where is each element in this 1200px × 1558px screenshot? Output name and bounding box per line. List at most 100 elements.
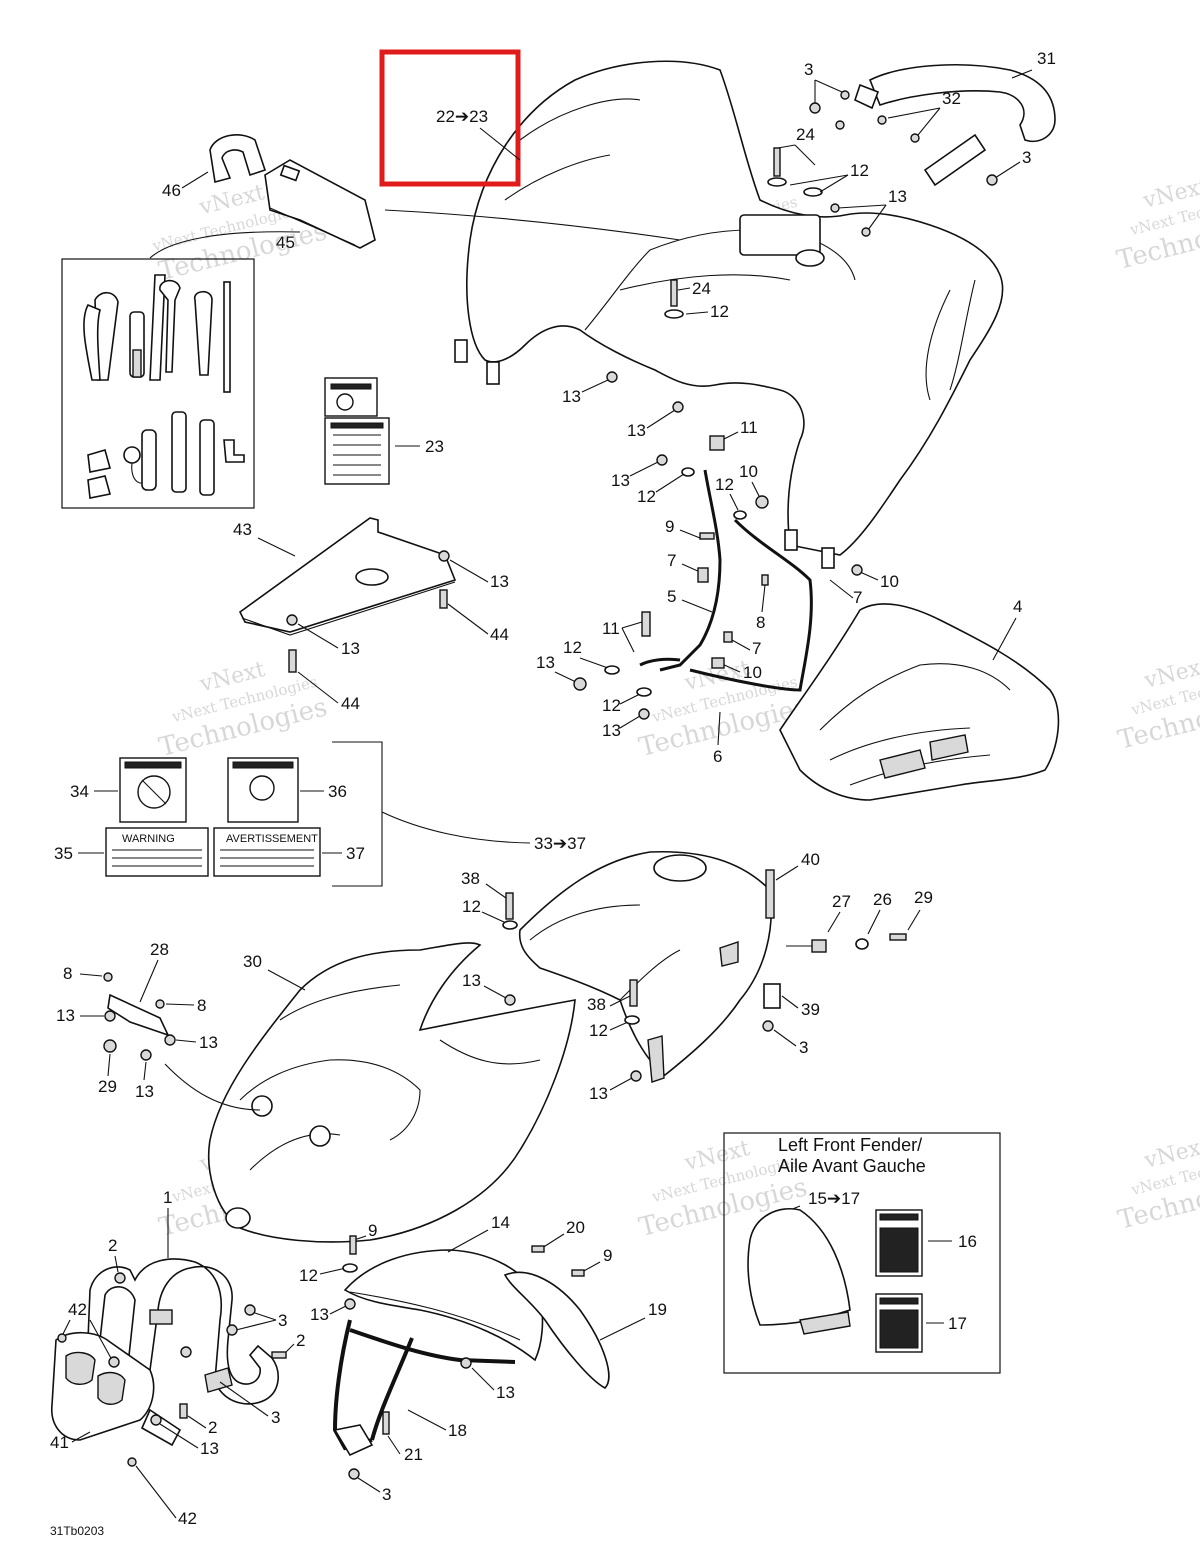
part-18-support bbox=[332, 1319, 516, 1457]
callout-22-23: 22➔23 bbox=[436, 107, 488, 126]
callout-6: 6 bbox=[713, 747, 722, 766]
callout-41: 41 bbox=[50, 1433, 69, 1452]
callout-13h: 13 bbox=[602, 721, 621, 740]
callout-8c: 8 bbox=[197, 996, 206, 1015]
callout-36: 36 bbox=[328, 782, 347, 801]
callout-18: 18 bbox=[448, 1421, 467, 1440]
callout-2a: 2 bbox=[108, 1236, 117, 1255]
callout-12f: 12 bbox=[602, 696, 621, 715]
callout-13f: 13 bbox=[341, 639, 360, 658]
part-4-panel bbox=[779, 603, 1060, 801]
callout-38a: 38 bbox=[461, 869, 480, 888]
callout-12c: 12 bbox=[637, 487, 656, 506]
callout-5: 5 bbox=[667, 587, 676, 606]
callout-40: 40 bbox=[801, 850, 820, 869]
callout-42b: 42 bbox=[178, 1509, 197, 1528]
part-39-spacer bbox=[763, 983, 781, 1009]
callout-37: 37 bbox=[346, 844, 365, 863]
callout-30: 30 bbox=[243, 952, 262, 971]
callout-13m: 13 bbox=[589, 1084, 608, 1103]
callout-14: 14 bbox=[491, 1213, 510, 1232]
callout-31: 31 bbox=[1037, 49, 1056, 68]
callout-43: 43 bbox=[233, 520, 252, 539]
callout-2c: 2 bbox=[208, 1418, 217, 1437]
callout-26: 26 bbox=[873, 890, 892, 909]
callout-2b: 2 bbox=[296, 1331, 305, 1350]
callout-12h: 12 bbox=[589, 1021, 608, 1040]
callout-10a: 10 bbox=[739, 462, 758, 481]
callout-12a: 12 bbox=[850, 161, 869, 180]
callout-13j: 13 bbox=[199, 1033, 218, 1052]
callout-13p: 13 bbox=[200, 1439, 219, 1458]
callout-42a: 42 bbox=[68, 1300, 87, 1319]
callout-46: 46 bbox=[162, 181, 181, 200]
callout-13d: 13 bbox=[611, 471, 630, 490]
callout-3a: 3 bbox=[804, 60, 813, 79]
watermark-low-right: vNext vNext Technologies Technologies bbox=[1115, 1133, 1200, 1235]
callout-1: 1 bbox=[163, 1188, 172, 1207]
callout-24a: 24 bbox=[796, 125, 815, 144]
callout-20: 20 bbox=[566, 1218, 585, 1237]
part-30-front-body bbox=[207, 942, 576, 1243]
part-41-front-guard bbox=[51, 1331, 182, 1447]
callout-39: 39 bbox=[801, 1000, 820, 1019]
callout-9b: 9 bbox=[368, 1221, 377, 1240]
decal-23 bbox=[324, 377, 390, 485]
part-28-bracket bbox=[103, 972, 176, 1061]
callout-10c: 10 bbox=[743, 663, 762, 682]
callout-10b: 10 bbox=[880, 572, 899, 591]
svg-text:17: 17 bbox=[948, 1314, 967, 1333]
callout-33-37: 33➔37 bbox=[534, 834, 586, 853]
callout-45: 45 bbox=[276, 233, 295, 252]
callout-3b: 3 bbox=[1022, 148, 1031, 167]
callout-7b: 7 bbox=[853, 588, 862, 607]
callout-12g: 12 bbox=[462, 897, 481, 916]
callout-44a: 44 bbox=[490, 625, 509, 644]
callout-12d: 12 bbox=[715, 475, 734, 494]
callout-11a: 11 bbox=[740, 418, 758, 437]
callout-23: 23 bbox=[425, 437, 444, 456]
decal-group-33-37: WARNING AVERTISSEMENT bbox=[105, 741, 383, 887]
callout-29b: 29 bbox=[98, 1077, 117, 1096]
svg-text:Aile Avant Gauche: Aile Avant Gauche bbox=[778, 1156, 926, 1176]
watermark-mid-left: vNext vNext Technologies Technologies bbox=[156, 657, 330, 763]
svg-text:Left Front Fender/: Left Front Fender/ bbox=[778, 1135, 922, 1155]
rear-grab-handle bbox=[854, 64, 1056, 187]
inset-left-front-fender: Left Front Fender/ Aile Avant Gauche 15➔… bbox=[723, 1132, 1001, 1374]
callout-13e: 13 bbox=[490, 572, 509, 591]
callout-44b: 44 bbox=[341, 694, 360, 713]
callout-13l: 13 bbox=[462, 971, 481, 990]
callout-9a: 9 bbox=[665, 517, 674, 536]
callout-3c: 3 bbox=[799, 1038, 808, 1057]
callout-32: 32 bbox=[942, 89, 961, 108]
part-46-clip bbox=[209, 134, 267, 184]
svg-text:WARNING: WARNING bbox=[122, 833, 175, 845]
callout-8b: 8 bbox=[63, 964, 72, 983]
callout-11b: 11 bbox=[602, 619, 620, 638]
tool-kit bbox=[61, 258, 255, 509]
callout-7c: 7 bbox=[752, 639, 761, 658]
callout-12i: 12 bbox=[299, 1266, 318, 1285]
rear-fender bbox=[454, 60, 1004, 569]
callout-21: 21 bbox=[404, 1445, 423, 1464]
callout-13g: 13 bbox=[536, 653, 555, 672]
callout-13c: 13 bbox=[627, 421, 646, 440]
part-45-holder bbox=[264, 159, 376, 249]
callout-3f: 3 bbox=[382, 1485, 391, 1504]
figure-code: 31Tb0203 bbox=[50, 1524, 104, 1538]
callout-13k: 13 bbox=[135, 1082, 154, 1101]
callout-3e: 3 bbox=[271, 1408, 280, 1427]
svg-text:AVERTISSEMENT: AVERTISSEMENT bbox=[226, 833, 318, 845]
callout-12e: 12 bbox=[563, 638, 582, 657]
callout-9c: 9 bbox=[603, 1246, 612, 1265]
watermark-mid-right: vNext vNext Technologies Technologies bbox=[1115, 653, 1200, 755]
callout-12b: 12 bbox=[710, 302, 729, 321]
highlight-box bbox=[379, 49, 521, 187]
callout-13i: 13 bbox=[56, 1006, 75, 1025]
callout-13o: 13 bbox=[496, 1383, 515, 1402]
callout-8a: 8 bbox=[756, 613, 765, 632]
callout-13b: 13 bbox=[562, 387, 581, 406]
part-19-mud-flap bbox=[503, 1271, 610, 1389]
callout-27: 27 bbox=[832, 892, 851, 911]
